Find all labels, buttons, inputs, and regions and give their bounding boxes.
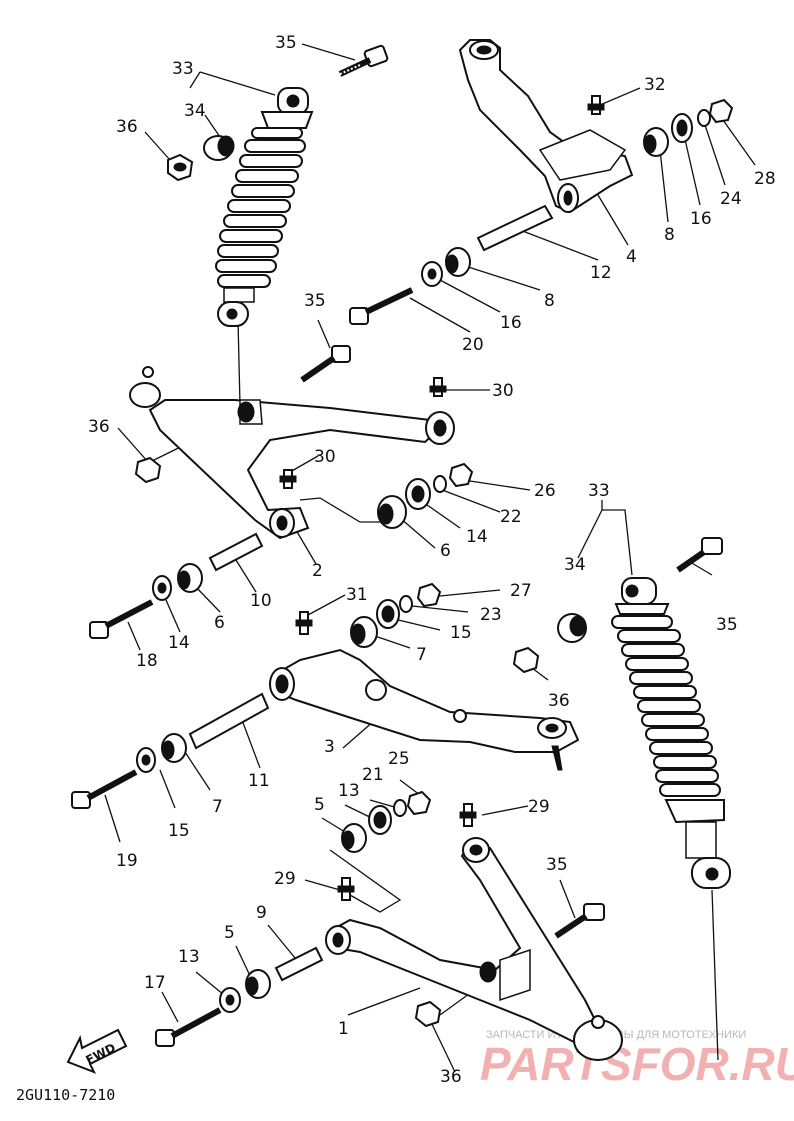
callout-5-upper: 5	[314, 795, 325, 815]
callout-7-right: 7	[416, 645, 427, 665]
callout-36-right: 36	[548, 691, 570, 711]
callout-14-left: 14	[168, 633, 190, 653]
bolt-35-right	[676, 537, 723, 573]
callout-34-top: 34	[184, 101, 206, 121]
shaft-9	[274, 946, 324, 982]
bolt-18	[89, 599, 154, 639]
callouts: 35 33 34 36 32 28 24 16 8 4 12 8 16 20 3…	[88, 33, 776, 1087]
nut-36-right	[512, 646, 540, 674]
grease-nipple-31	[295, 611, 313, 635]
callout-27: 27	[510, 581, 532, 601]
watermark: ЗАПЧАСТИ И АКСЕССУАРЫ ДЛЯ МОТОТЕХНИКИ PA…	[480, 1029, 794, 1090]
callout-6-left: 6	[214, 613, 225, 633]
bolt-17	[155, 1007, 222, 1047]
rear-shock-absorber-right	[611, 577, 731, 889]
bushing-stack-5-13-21-25	[341, 790, 432, 853]
bushing-stack-8-16	[421, 247, 471, 287]
callout-8-right: 8	[664, 225, 675, 245]
nut-36-lower	[414, 1000, 442, 1028]
callout-36-top: 36	[116, 117, 138, 137]
callout-31: 31	[346, 585, 368, 605]
bolt-35-top	[337, 44, 389, 77]
callout-4: 4	[626, 247, 637, 267]
callout-16-left: 16	[500, 313, 522, 333]
callout-29-a: 29	[528, 797, 550, 817]
nut-36-top	[167, 153, 194, 182]
bolt-35-lower	[554, 903, 605, 939]
callout-20: 20	[462, 335, 484, 355]
bushing-5-13-left	[219, 969, 271, 1013]
callout-28: 28	[754, 169, 776, 189]
callout-26: 26	[534, 481, 556, 501]
callout-35-right: 35	[716, 615, 738, 635]
nut-36-arm2	[134, 456, 162, 484]
bushing-stack-6-14-22-26	[377, 462, 474, 529]
callout-13-lower: 13	[178, 947, 200, 967]
bushing-34-top	[203, 135, 235, 161]
callout-35-arm2: 35	[304, 291, 326, 311]
callout-32: 32	[644, 75, 666, 95]
bolt-19	[71, 769, 138, 809]
bushing-stack-right	[643, 98, 734, 157]
callout-19: 19	[116, 851, 138, 871]
callout-34-right: 34	[564, 555, 586, 575]
bushing-6-14-left	[152, 563, 203, 601]
shaft-10	[208, 532, 264, 572]
leader-lines	[104, 43, 756, 1073]
bushing-34-right	[557, 613, 587, 643]
grease-nipple-30-a	[429, 377, 447, 397]
drawing-code: 2GU110-7210	[16, 1086, 115, 1104]
callout-21: 21	[362, 765, 384, 785]
bolt-20	[349, 287, 414, 325]
bolt-35-arm2	[300, 345, 351, 383]
callout-24: 24	[720, 189, 742, 209]
callout-11: 11	[248, 771, 270, 791]
callout-12: 12	[590, 263, 612, 283]
callout-5-lower: 5	[224, 923, 235, 943]
arm-2	[129, 366, 455, 540]
grease-nipple-32	[587, 95, 605, 115]
callout-2: 2	[312, 561, 323, 581]
callout-1: 1	[338, 1019, 349, 1039]
callout-10: 10	[250, 591, 272, 611]
callout-36-lower: 36	[440, 1067, 462, 1087]
callout-29-b: 29	[274, 869, 296, 889]
bushing-stack-7-15-23-27	[350, 582, 442, 648]
callout-14-right: 14	[466, 527, 488, 547]
callout-17: 17	[144, 973, 166, 993]
callout-25: 25	[388, 749, 410, 769]
callout-30-b: 30	[314, 447, 336, 467]
callout-9: 9	[256, 903, 267, 923]
grease-nipple-29-b	[337, 877, 355, 901]
arm-3	[269, 648, 580, 771]
rear-shock-absorber-upper	[215, 87, 314, 327]
callout-18: 18	[136, 651, 158, 671]
grease-nipple-29-a	[459, 803, 477, 827]
callout-7-left: 7	[212, 797, 223, 817]
callout-13-upper: 13	[338, 781, 360, 801]
watermark-brand: PARTSFOR.RU	[480, 1038, 794, 1090]
arm-4-upper	[458, 39, 634, 214]
callout-23: 23	[480, 605, 502, 625]
callout-22: 22	[500, 507, 522, 527]
bushing-7-15-left	[136, 733, 187, 773]
fwd-arrow-icon: FWD	[66, 1028, 128, 1074]
callout-16-right: 16	[690, 209, 712, 229]
callout-30-a: 30	[492, 381, 514, 401]
callout-15-right: 15	[450, 623, 472, 643]
arm-1-lower	[325, 837, 623, 1061]
callout-8-left: 8	[544, 291, 555, 311]
shaft-11	[188, 692, 270, 750]
callout-3: 3	[324, 737, 335, 757]
callout-33-right: 33	[588, 481, 610, 501]
callout-33-top: 33	[172, 59, 194, 79]
callout-6-right: 6	[440, 541, 451, 561]
callout-36-arm2: 36	[88, 417, 110, 437]
grease-nipple-30-b	[279, 469, 297, 489]
callout-35-top: 35	[275, 33, 297, 53]
callout-35-lower: 35	[546, 855, 568, 875]
shaft-12	[476, 204, 554, 252]
callout-15-left: 15	[168, 821, 190, 841]
